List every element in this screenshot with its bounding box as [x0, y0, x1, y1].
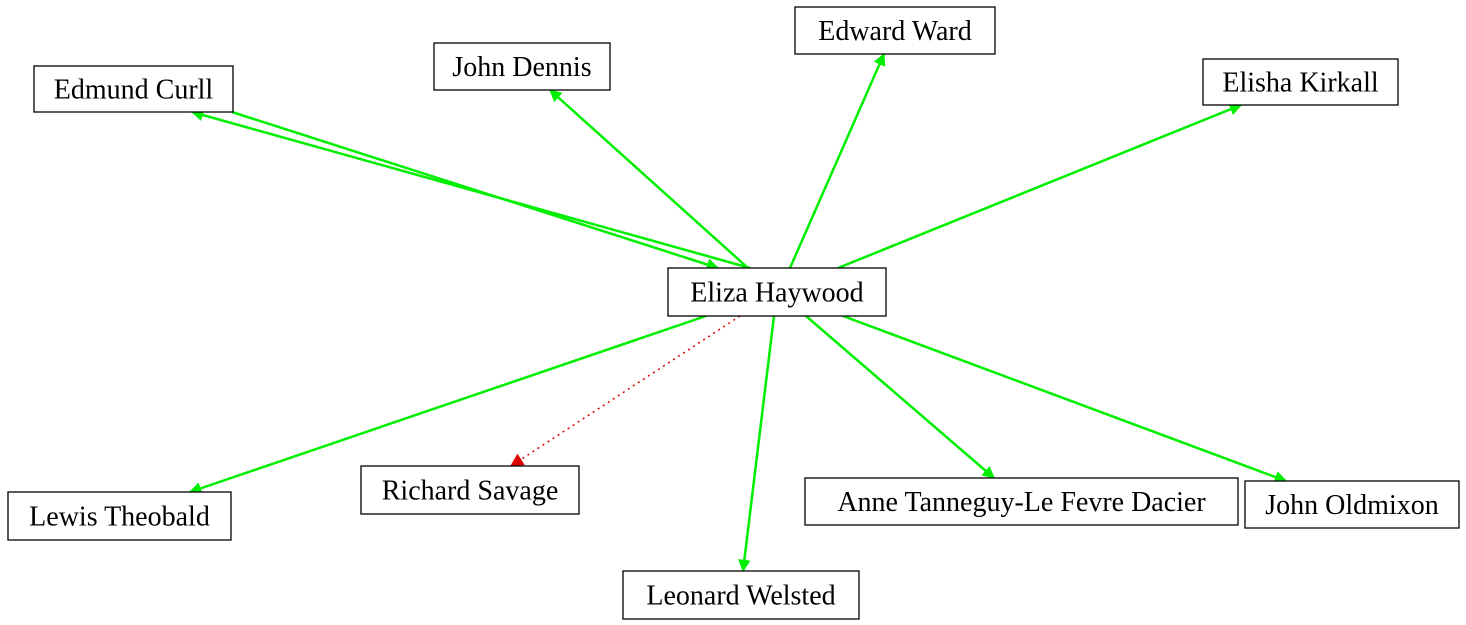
node-ekirkall: Elisha Kirkall [1202, 58, 1399, 106]
node-label-lwelsted: Leonard Welsted [646, 581, 835, 612]
node-joldmixon: John Oldmixon [1244, 480, 1460, 529]
node-label-edmund: Edmund Curll [54, 75, 214, 106]
node-box-eward [794, 6, 996, 55]
node-box-ltheobald [7, 491, 232, 541]
node-box-rsavage [360, 465, 580, 515]
node-label-joldmixon: John Oldmixon [1265, 490, 1438, 521]
node-eliza: Eliza Haywood [667, 267, 887, 317]
edge-eliza-to-eward [788, 52, 886, 269]
edge-eliza-to-joldmixon [842, 314, 1288, 483]
edge-eliza-to-ltheobald [188, 314, 707, 495]
node-eward: Edward Ward [794, 6, 996, 55]
node-label-jdennis: John Dennis [452, 52, 591, 83]
node-label-eliza: Eliza Haywood [690, 278, 863, 309]
node-ltheobald: Lewis Theobald [7, 491, 232, 541]
edge-eliza-to-ekirkall [837, 103, 1243, 270]
node-box-joldmixon [1244, 480, 1460, 529]
edge-edmund-to-eliza [231, 110, 720, 271]
node-label-adacier: Anne Tanneguy-Le Fevre Dacier [837, 487, 1206, 518]
node-box-edmund [33, 65, 234, 113]
node-label-ltheobald: Lewis Theobald [29, 502, 210, 533]
node-edmund: Edmund Curll [33, 65, 234, 113]
edge-eliza-to-jdennis [549, 89, 749, 269]
nodes-layer: Eliza Haywood Edmund Curll John Dennis Edwa… [7, 6, 1460, 620]
node-box-ekirkall [1202, 58, 1399, 106]
edge-eliza-to-lwelsted [738, 315, 776, 573]
edges-layer [188, 52, 1288, 573]
node-box-adacier [804, 477, 1239, 526]
node-jdennis: John Dennis [433, 42, 611, 91]
node-box-eliza [667, 267, 887, 317]
node-box-lwelsted [622, 570, 860, 620]
node-label-rsavage: Richard Savage [382, 476, 559, 507]
edge-eliza-to-adacier [805, 315, 995, 479]
node-label-ekirkall: Elisha Kirkall [1222, 68, 1379, 99]
edge-eliza-to-rsavage [509, 315, 741, 467]
node-label-eward: Edward Ward [818, 16, 972, 47]
node-box-jdennis [433, 42, 611, 91]
node-adacier: Anne Tanneguy-Le Fevre Dacier [804, 477, 1239, 526]
node-lwelsted: Leonard Welsted [622, 570, 860, 620]
node-rsavage: Richard Savage [360, 465, 580, 515]
